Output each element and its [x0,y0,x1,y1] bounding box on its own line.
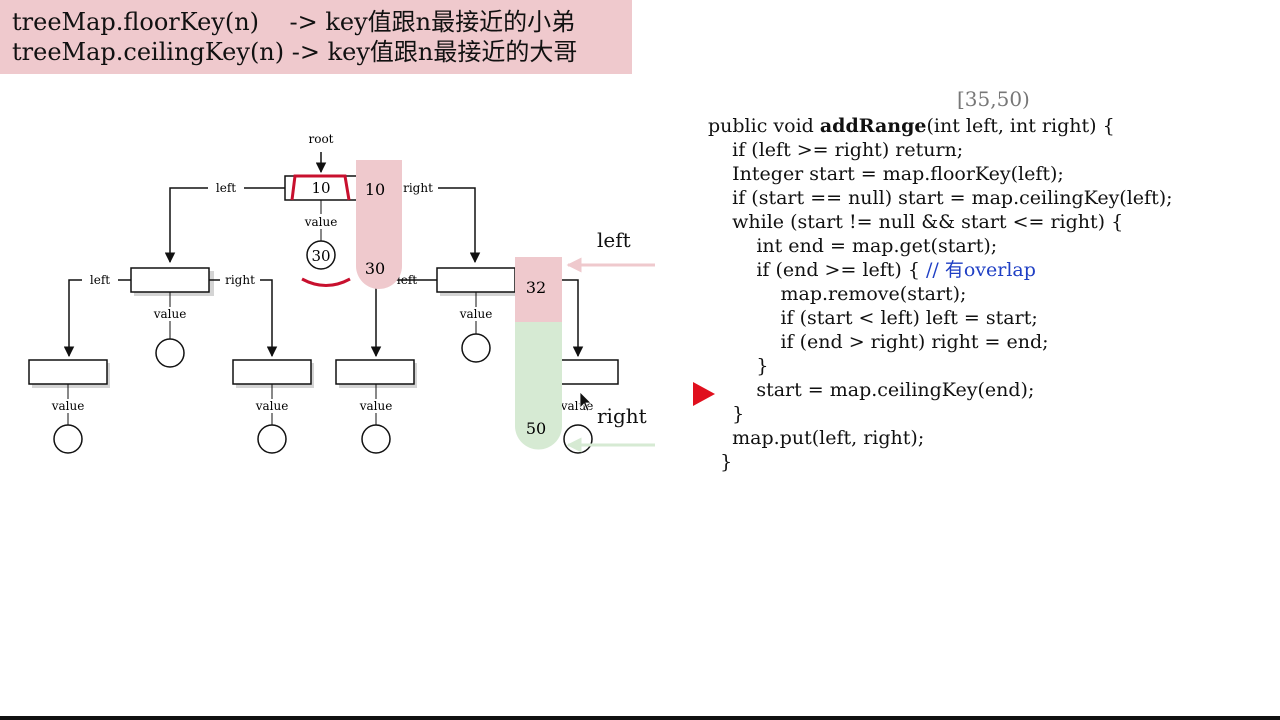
code-line-14: map.put(left, right); [708,427,925,449]
interval-bar-green-part [515,322,562,450]
root-label: root [308,132,333,146]
code-line-9: if (start < left) left = start; [708,307,1038,329]
interval-bar-10-30 [356,160,402,289]
floorkey-note: treeMap.floorKey(n) -> key值跟n最接近的小弟 [12,8,576,36]
left-child-value-label: value [153,307,187,321]
value-highlight [301,277,351,287]
execution-pointer-icon [693,382,715,406]
code-line-1: public void addRange(int left, int right… [708,115,1115,137]
root-key: 10 [311,179,330,197]
root-value-label: value [304,215,338,229]
code-line-3: Integer start = map.floorKey(left); [708,163,1064,185]
interval-bar-start: 10 [365,180,385,199]
code-comment: // 有overlap [926,259,1036,281]
leaf-3-value-label: value [359,399,393,413]
root-left-label: left [216,181,236,195]
left-pointer-label: left [597,228,631,252]
code-line-6: int end = map.get(start); [708,235,998,257]
root-highlight [290,174,351,201]
right-child-value-label: value [459,307,493,321]
right-pointer-label: right [597,404,647,428]
root-value: 30 [311,247,330,265]
leaf-node-2 [232,359,312,385]
mouse-cursor-icon [579,391,592,412]
code-line-7: if (end >= left) { // 有overlap [708,259,1036,281]
tree-diagram: root 10 value 30 left right value left r… [28,132,655,454]
interval-bar-end: 30 [365,259,385,278]
root-right-label: right [403,181,433,195]
code-line-4: if (start == null) start = map.ceilingKe… [708,187,1173,209]
leaf-2-value-label: value [255,399,289,413]
leaf-1-value-label: value [51,399,85,413]
code-line-8: map.remove(start); [708,283,967,305]
code-line-10: if (end > right) right = end; [708,331,1049,353]
header-banner: treeMap.floorKey(n) -> key值跟n最接近的小弟 tree… [0,0,632,74]
range-label: [35,50) [957,87,1030,111]
code-line-5: while (start != null && start <= right) … [708,211,1124,233]
code-line-15: } [708,451,733,473]
root-value-node [306,240,336,270]
ceilingkey-note: treeMap.ceilingKey(n) -> key值跟n最接近的大哥 [12,38,578,66]
interval-bar-pink-part [515,257,562,322]
left-child-left-label: left [90,273,110,287]
code-line-12: start = map.ceilingKey(end); [708,379,1035,401]
left-child-right-label: right [225,273,255,287]
right-child-node [436,267,516,293]
code-line-2: if (left >= right) return; [708,139,964,161]
left-child-node [130,267,210,293]
leaf-node-1 [28,359,108,385]
merged-bar-end: 50 [526,419,546,438]
merged-bar-start: 32 [526,278,546,297]
code-line-11: } [708,355,769,377]
leaf-node-3 [335,359,415,385]
code-line-13: } [708,403,745,425]
bottom-border [0,716,1280,720]
code-block: public void addRange(int left, int right… [708,114,1173,474]
